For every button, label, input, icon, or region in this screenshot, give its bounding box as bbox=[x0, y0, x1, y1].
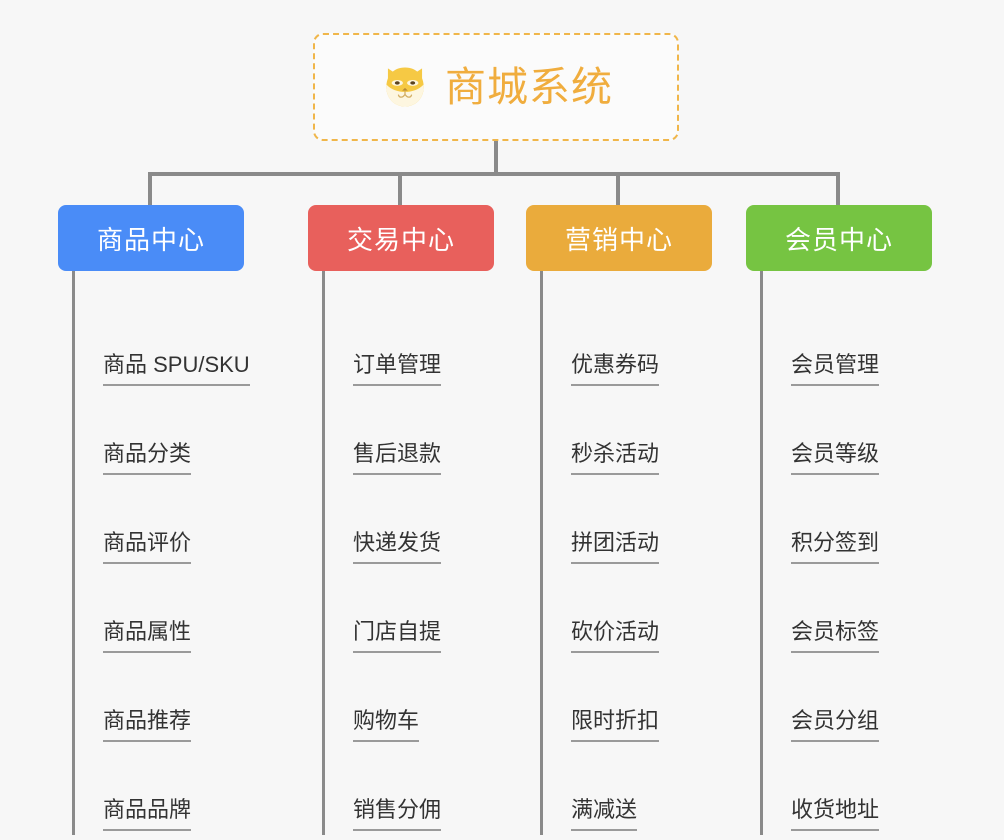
branch-header-label: 商品中心 bbox=[96, 224, 205, 255]
leaf-item[interactable]: 商品属性 bbox=[58, 564, 244, 653]
branch-header-4[interactable]: 会员中心 bbox=[746, 205, 932, 271]
leaf-item[interactable]: 秒杀活动 bbox=[526, 386, 712, 475]
leaf-item[interactable]: 售后退款 bbox=[308, 386, 494, 475]
shiba-dog-face-icon bbox=[386, 67, 424, 107]
branch-column-3: 营销中心 优惠券码 秒杀活动 拼团活动 砍价活动 限时折扣 满减送 bbox=[526, 205, 712, 835]
leaf-item[interactable]: 商品评价 bbox=[58, 475, 244, 564]
leaf-label: 商品推荐 bbox=[103, 708, 192, 742]
leaf-label: 售后退款 bbox=[353, 441, 442, 475]
root-title: 商城系统 bbox=[445, 63, 613, 110]
leaf-label: 商品属性 bbox=[103, 619, 192, 653]
leaf-label: 订单管理 bbox=[353, 352, 442, 386]
branch-header-label: 会员中心 bbox=[784, 224, 893, 255]
leaf-item[interactable]: 积分签到 bbox=[746, 475, 932, 564]
connector-root-stem bbox=[494, 141, 498, 174]
leaf-label: 积分签到 bbox=[791, 530, 880, 564]
leaf-label: 商品评价 bbox=[103, 530, 192, 564]
connector-drop-4 bbox=[836, 172, 840, 207]
leaf-item[interactable]: 收货地址 bbox=[746, 742, 932, 831]
root-node[interactable]: 商城系统 bbox=[313, 33, 679, 141]
connector-drop-3 bbox=[616, 172, 620, 207]
leaf-item[interactable]: 会员管理 bbox=[746, 297, 932, 386]
leaf-item[interactable]: 优惠券码 bbox=[526, 297, 712, 386]
branch-children-3: 优惠券码 秒杀活动 拼团活动 砍价活动 限时折扣 满减送 bbox=[526, 271, 712, 835]
branch-column-2: 交易中心 订单管理 售后退款 快递发货 门店自提 购物车 销售分佣 bbox=[308, 205, 494, 835]
leaf-item[interactable]: 商品 SPU/SKU bbox=[58, 297, 250, 386]
leaf-label: 购物车 bbox=[353, 708, 420, 742]
connector-drop-1 bbox=[148, 172, 152, 207]
leaf-item[interactable]: 限时折扣 bbox=[526, 653, 712, 742]
connector-horizontal-bus bbox=[148, 172, 838, 176]
branch-children-2: 订单管理 售后退款 快递发货 门店自提 购物车 销售分佣 bbox=[308, 271, 494, 835]
leaf-item[interactable]: 会员分组 bbox=[746, 653, 932, 742]
leaf-label: 优惠券码 bbox=[571, 352, 660, 386]
leaf-label: 会员标签 bbox=[791, 619, 880, 653]
branch-column-4: 会员中心 会员管理 会员等级 积分签到 会员标签 会员分组 收货地址 bbox=[746, 205, 932, 835]
branch-spine bbox=[72, 271, 75, 835]
leaf-item[interactable]: 销售分佣 bbox=[308, 742, 494, 831]
leaf-item[interactable]: 商品推荐 bbox=[58, 653, 244, 742]
leaf-label: 商品 SPU/SKU bbox=[103, 352, 250, 386]
branch-spine bbox=[322, 271, 325, 835]
leaf-label: 会员管理 bbox=[791, 352, 880, 386]
leaf-label: 商品分类 bbox=[103, 441, 192, 475]
branch-header-1[interactable]: 商品中心 bbox=[58, 205, 244, 271]
branch-children-1: 商品 SPU/SKU 商品分类 商品评价 商品属性 商品推荐 商品品牌 bbox=[58, 271, 250, 835]
leaf-label: 限时折扣 bbox=[571, 708, 660, 742]
leaf-label: 门店自提 bbox=[353, 619, 442, 653]
branch-spine bbox=[760, 271, 763, 835]
leaf-label: 会员分组 bbox=[791, 708, 880, 742]
branch-header-label: 交易中心 bbox=[346, 224, 455, 255]
leaf-label: 拼团活动 bbox=[571, 530, 660, 564]
leaf-label: 销售分佣 bbox=[353, 797, 442, 831]
branch-header-3[interactable]: 营销中心 bbox=[526, 205, 712, 271]
connector-drop-2 bbox=[398, 172, 402, 207]
leaf-item[interactable]: 快递发货 bbox=[308, 475, 494, 564]
leaf-item[interactable]: 订单管理 bbox=[308, 297, 494, 386]
leaf-item[interactable]: 满减送 bbox=[526, 742, 712, 831]
leaf-item[interactable]: 门店自提 bbox=[308, 564, 494, 653]
branch-header-label: 营销中心 bbox=[564, 224, 673, 255]
leaf-item[interactable]: 商品品牌 bbox=[58, 742, 244, 831]
leaf-label: 满减送 bbox=[571, 797, 638, 831]
leaf-item[interactable]: 商品分类 bbox=[58, 386, 244, 475]
leaf-label: 商品品牌 bbox=[103, 797, 192, 831]
branch-column-1: 商品中心 商品 SPU/SKU 商品分类 商品评价 商品属性 商品推荐 商品品牌 bbox=[58, 205, 250, 835]
leaf-item[interactable]: 拼团活动 bbox=[526, 475, 712, 564]
branch-header-2[interactable]: 交易中心 bbox=[308, 205, 494, 271]
leaf-item[interactable]: 会员等级 bbox=[746, 386, 932, 475]
leaf-label: 会员等级 bbox=[791, 441, 880, 475]
leaf-label: 砍价活动 bbox=[571, 619, 660, 653]
leaf-item[interactable]: 会员标签 bbox=[746, 564, 932, 653]
leaf-label: 快递发货 bbox=[353, 530, 442, 564]
leaf-label: 收货地址 bbox=[791, 797, 880, 831]
leaf-label: 秒杀活动 bbox=[571, 441, 660, 475]
branch-spine bbox=[540, 271, 543, 835]
branch-children-4: 会员管理 会员等级 积分签到 会员标签 会员分组 收货地址 bbox=[746, 271, 932, 835]
leaf-item[interactable]: 砍价活动 bbox=[526, 564, 712, 653]
leaf-item[interactable]: 购物车 bbox=[308, 653, 494, 742]
